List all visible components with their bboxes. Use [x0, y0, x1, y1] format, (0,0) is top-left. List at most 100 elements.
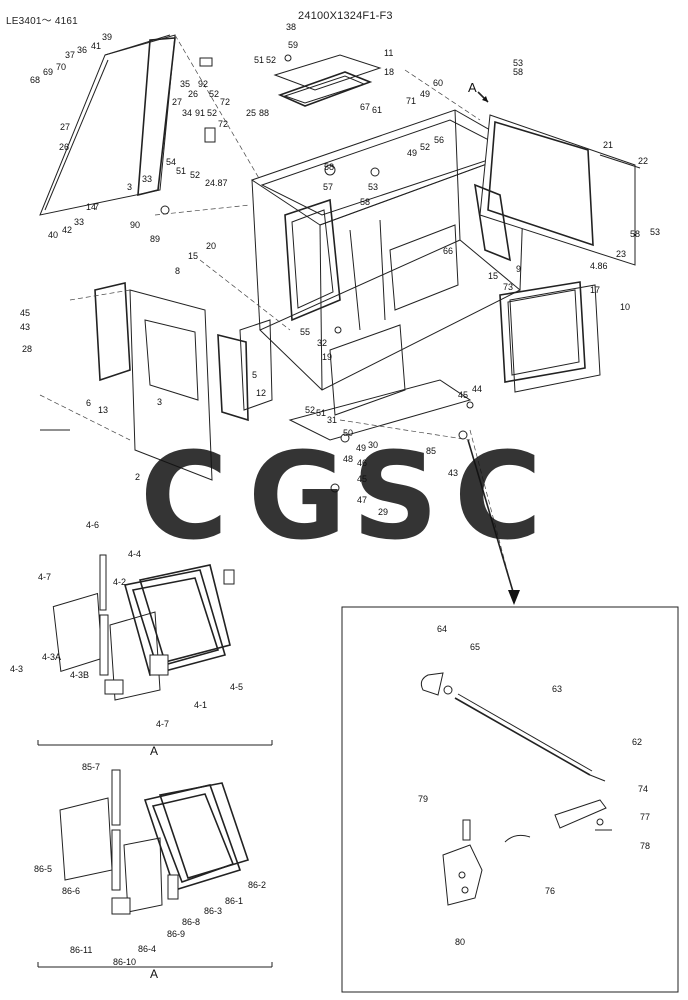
callout-label: 3	[127, 182, 132, 192]
callout-label: 79	[418, 794, 428, 804]
callout-label: 22	[638, 156, 648, 166]
callout-label: 45	[357, 474, 367, 484]
callout-label: 86-8	[182, 917, 200, 927]
callout-label: 72	[220, 97, 230, 107]
callout-label: 74	[638, 784, 648, 794]
callout-label: 89	[150, 234, 160, 244]
callout-label: 86-1	[225, 896, 243, 906]
side-window-right	[499, 281, 601, 393]
callout-label: 66	[443, 246, 453, 256]
callout-label: 86-9	[167, 929, 185, 939]
callout-label: 48	[343, 454, 353, 464]
callout-label: 85	[426, 446, 436, 456]
callout-label: 39	[102, 32, 112, 42]
door-assembly-1: A	[37, 554, 273, 758]
door-group-a-label: A	[150, 744, 158, 758]
callout-label: 53	[650, 227, 660, 237]
callout-label: 49	[420, 89, 430, 99]
callout-label: 28	[22, 344, 32, 354]
callout-label: 68	[30, 75, 40, 85]
callout-label: 62	[632, 737, 642, 747]
callout-label: 52	[305, 405, 315, 415]
callout-label: 27	[60, 122, 70, 132]
callout-label: 80	[455, 937, 465, 947]
callout-label: 47	[357, 495, 367, 505]
callout-label: 59	[288, 40, 298, 50]
callout-label: 69	[43, 67, 53, 77]
callout-label: 86-10	[113, 957, 136, 967]
callout-label: 60	[433, 78, 443, 88]
callout-label: 63	[552, 684, 562, 694]
callout-label: 77	[640, 812, 650, 822]
callout-label: 86-11	[70, 945, 92, 955]
callout-label: 34	[182, 108, 192, 118]
callout-label: 45	[20, 308, 30, 318]
detail-a-box	[341, 606, 679, 993]
callout-label: 2	[135, 472, 140, 482]
callout-label: 45	[458, 390, 468, 400]
callout-label: 8	[175, 266, 180, 276]
callout-label: 4-6	[86, 520, 99, 530]
callout-label: 35	[180, 79, 190, 89]
callout-label: 4-7	[38, 572, 51, 582]
callout-label: 90	[130, 220, 140, 230]
callout-label: 15	[188, 251, 198, 261]
callout-label: 85-7	[82, 762, 100, 772]
callout-label: 44	[472, 384, 482, 394]
callout-label: 37	[65, 50, 75, 60]
rear-window	[473, 114, 641, 266]
callout-label: 86-2	[248, 880, 266, 890]
callout-label: 30	[368, 440, 378, 450]
callout-label: 49	[356, 443, 366, 453]
callout-label: 52	[420, 142, 430, 152]
callout-label: 86-6	[62, 886, 80, 896]
callout-label: 26	[59, 142, 69, 152]
view-a-label: A	[468, 80, 477, 95]
callout-label: 71	[406, 96, 416, 106]
callout-label: 4-3	[10, 664, 23, 674]
callout-label: 4.86	[590, 261, 608, 271]
callout-label: 24.87	[205, 178, 228, 188]
callout-label: 57	[323, 182, 333, 192]
hardware-parts	[160, 54, 474, 493]
callout-label: 88	[259, 108, 269, 118]
watermark-letter: C	[140, 428, 228, 567]
callout-label: 4-3A	[42, 652, 61, 662]
watermark-letter: G	[248, 428, 347, 567]
callout-label: 15	[488, 271, 498, 281]
callout-label: 29	[378, 507, 388, 517]
callout-label: 40	[48, 230, 58, 240]
callout-label: 92	[198, 79, 208, 89]
door-group-a-label-2: A	[150, 967, 158, 981]
callout-label: 58	[324, 162, 334, 172]
cab-frame	[239, 109, 527, 441]
callout-label: 6	[86, 398, 91, 408]
callout-label: 41	[91, 41, 101, 51]
callout-label: 25	[246, 108, 256, 118]
view-a-arrow: A	[468, 80, 489, 103]
callout-label: 4-1	[194, 700, 207, 710]
drawing-code-left: LE3401～ 4161	[6, 16, 78, 27]
callout-label: 53	[368, 182, 378, 192]
drawing-code-top: 24100X1324F1-F3	[298, 10, 393, 22]
door-assembly-2: A	[37, 769, 273, 981]
watermark-letter: S	[352, 428, 438, 567]
callout-label: 14	[86, 202, 96, 212]
callout-label: 4-7	[156, 719, 169, 729]
callout-label: 42	[62, 225, 72, 235]
callout-label: 20	[206, 241, 216, 251]
callout-label: 51	[254, 55, 264, 65]
callout-label: 38	[286, 22, 296, 32]
callout-label: 67	[360, 102, 370, 112]
callouts-door2: 85-786-586-686-1186-1086-486-986-886-386…	[34, 762, 266, 967]
callout-label: 65	[470, 642, 480, 652]
callout-label: 19	[322, 352, 332, 362]
callout-label: 32	[317, 338, 327, 348]
callout-label: 86-5	[34, 864, 52, 874]
callout-label: 52	[190, 170, 200, 180]
callout-label: 72	[218, 119, 228, 129]
callout-label: 26	[188, 89, 198, 99]
